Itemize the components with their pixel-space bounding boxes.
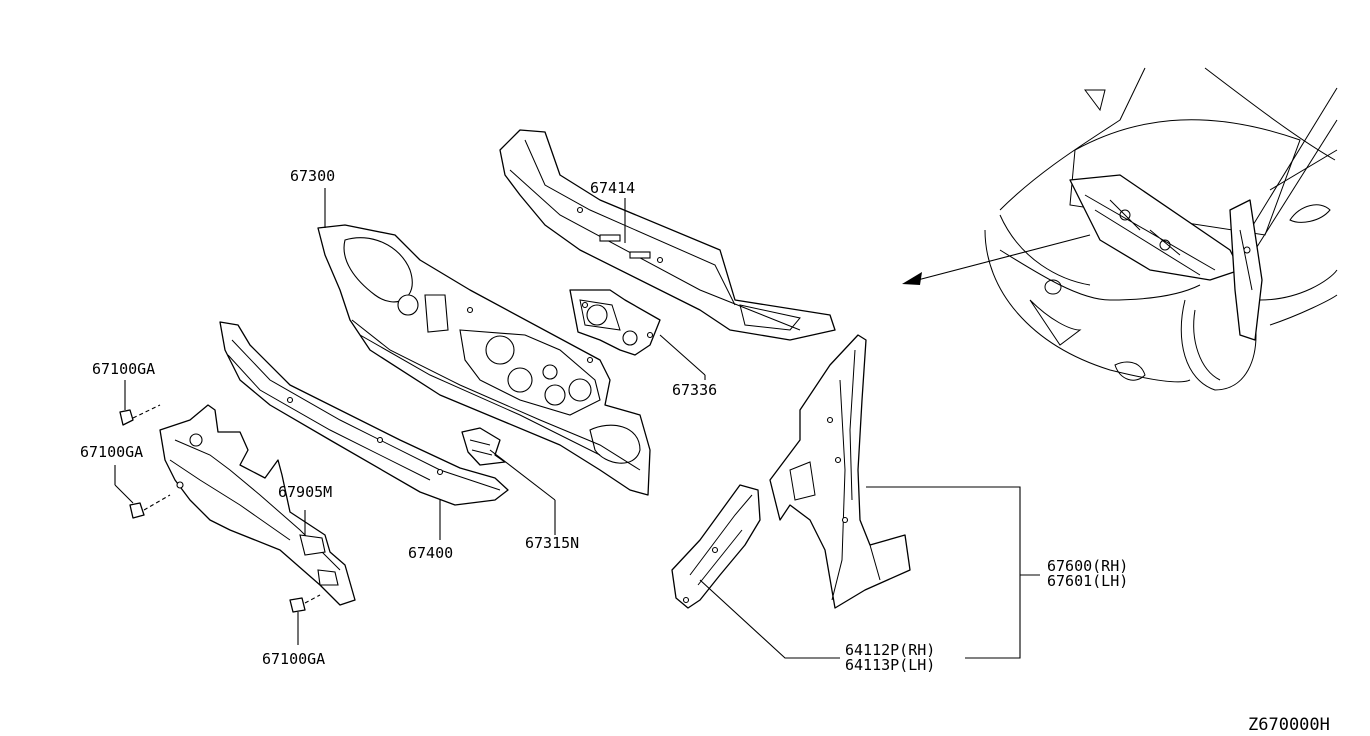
clip-67100ga-top <box>119 404 161 426</box>
part-67315n-insulator <box>461 427 506 466</box>
clip-67100ga-bottom <box>289 594 321 613</box>
part-67600-hoodledge <box>769 334 911 609</box>
label-67315n: 67315N <box>525 534 579 552</box>
part-labels: 67300 67414 67336 67100GA 67100GA 67905M… <box>80 167 1330 735</box>
part-67300-dash-panel <box>317 224 651 496</box>
label-67336: 67336 <box>672 381 717 399</box>
label-67400: 67400 <box>408 544 453 562</box>
label-67601-lh: 67601(LH) <box>1047 572 1128 590</box>
vehicle-overview-illustration <box>902 67 1338 391</box>
label-67100ga-bottom: 67100GA <box>262 650 325 668</box>
part-67400-lower-cowl <box>219 321 509 506</box>
part-67336-bracket <box>569 289 661 356</box>
label-67100ga-middle: 67100GA <box>80 443 143 461</box>
label-67100ga-top: 67100GA <box>92 360 155 378</box>
part-64112p-extension <box>671 484 761 609</box>
label-67905m: 67905M <box>278 483 332 501</box>
part-67414-cowl-top <box>499 129 836 341</box>
label-64113p-lh: 64113P(LH) <box>845 656 935 674</box>
diagram-code: Z670000H <box>1248 715 1330 735</box>
part-67905m-insulator <box>159 404 356 606</box>
label-67414: 67414 <box>590 179 635 197</box>
label-64112p-rh: 64112P(RH) <box>845 641 935 659</box>
clip-67100ga-middle <box>129 494 171 519</box>
label-67600-rh: 67600(RH) <box>1047 557 1128 575</box>
leader-lines <box>114 188 1040 659</box>
label-67300: 67300 <box>290 167 335 185</box>
